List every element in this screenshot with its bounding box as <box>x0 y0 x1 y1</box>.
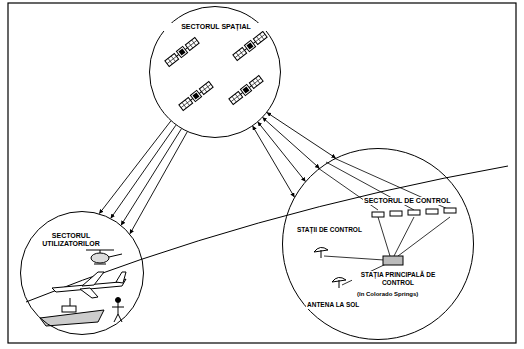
signal-line <box>111 125 176 218</box>
signal-arrows <box>253 113 336 197</box>
part-label: STAȚIA PRINCIPALĂ DE CONTROL <box>352 271 444 286</box>
segment-circle: SECTORUL UTILIZATORILOR <box>20 211 144 335</box>
segment-title: SECTORUL DE CONTROL <box>363 197 451 205</box>
ground-antenna <box>314 247 346 288</box>
signal-lines <box>318 158 450 285</box>
satellite <box>179 81 214 111</box>
part-label: ANTENA LA SOL <box>306 301 360 309</box>
signal-line <box>258 122 305 181</box>
satellite <box>229 75 264 105</box>
signal-line <box>121 129 181 225</box>
segment-title: SECTORUL SPAȚIAL <box>150 23 282 31</box>
control-stations <box>372 208 456 217</box>
signal-line <box>253 126 295 197</box>
signal-arrows <box>99 121 187 234</box>
part-label: STAȚII DE CONTROL <box>296 226 363 234</box>
main-control-station <box>383 256 403 265</box>
segment-circle: SECTORUL DE CONTROL <box>282 148 474 340</box>
airplane <box>52 272 126 298</box>
frame <box>8 3 516 343</box>
helicopter <box>86 250 122 264</box>
earth-horizon <box>26 166 508 302</box>
signal-line <box>267 113 336 158</box>
satellite <box>233 31 268 61</box>
satellite <box>165 37 200 67</box>
signal-line <box>263 118 320 169</box>
signal-line <box>99 121 170 214</box>
ship <box>40 298 104 326</box>
signal-line <box>130 132 187 234</box>
segment-circle: SECTORUL SPAȚIAL <box>149 6 281 138</box>
person <box>112 298 124 323</box>
part-label: (în Colorado Springs) <box>356 291 419 299</box>
segment-title: SECTORUL UTILIZATORILOR <box>41 232 101 248</box>
